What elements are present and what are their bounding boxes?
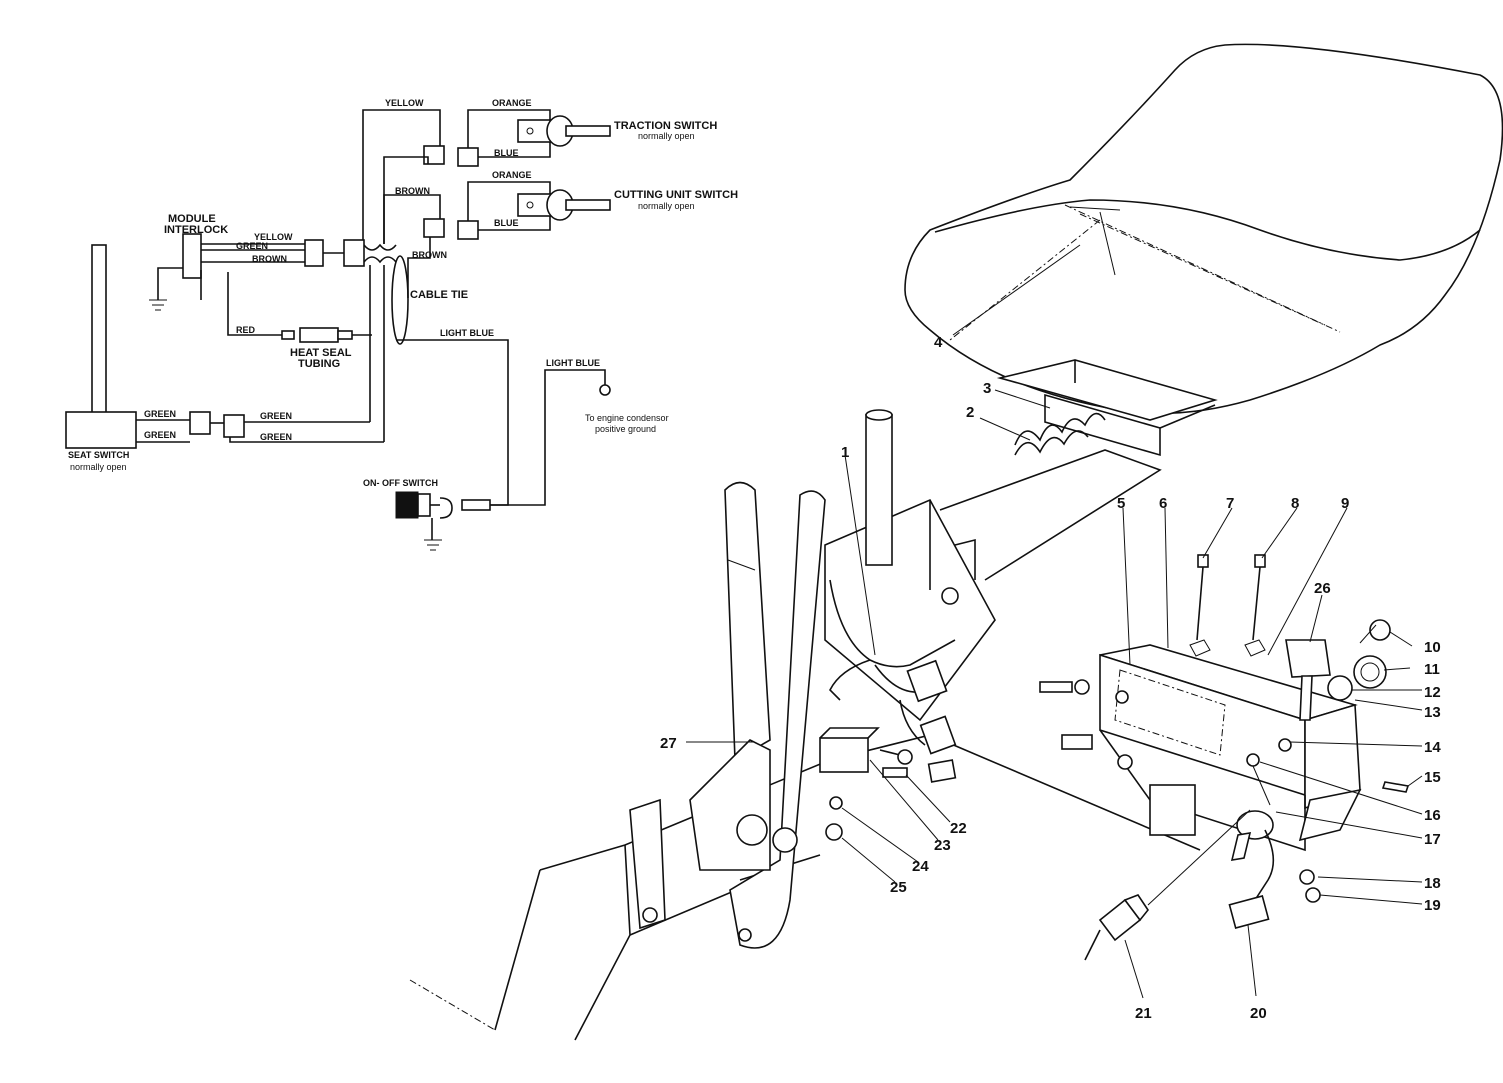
engine-condensor-label-2: positive ground bbox=[595, 424, 656, 434]
spring bbox=[1014, 412, 1106, 456]
callout-26: 26 bbox=[1314, 580, 1331, 597]
heat-seal-label-2: TUBING bbox=[298, 358, 340, 370]
seat-bracket bbox=[996, 359, 1218, 457]
callout-21: 21 bbox=[1135, 1005, 1152, 1022]
wire-label-green-seat-2: GREEN bbox=[144, 430, 176, 440]
callout-10: 10 bbox=[1424, 639, 1441, 656]
callout-6: 6 bbox=[1159, 495, 1167, 512]
callout-5: 5 bbox=[1117, 495, 1125, 512]
traction-switch-label: TRACTION SWITCH bbox=[614, 120, 717, 132]
module-interlock-label-1: MODULE bbox=[168, 213, 216, 225]
wire-label-orange-1: ORANGE bbox=[492, 98, 532, 108]
seat-switch-label: SEAT SWITCH bbox=[68, 450, 129, 460]
callout-18: 18 bbox=[1424, 875, 1441, 892]
callout-3: 3 bbox=[983, 380, 991, 397]
callout-19: 19 bbox=[1424, 897, 1441, 914]
control-levers bbox=[629, 481, 826, 949]
wiring-schematic: YELLOW ORANGE BLUE ORANGE BROWN BLUE BRO… bbox=[65, 98, 738, 551]
callout-15: 15 bbox=[1424, 769, 1441, 786]
callout-9: 9 bbox=[1341, 495, 1349, 512]
wire-label-brown-module: BROWN bbox=[252, 254, 287, 264]
callout-13: 13 bbox=[1424, 704, 1441, 721]
wire-label-red: RED bbox=[236, 325, 256, 335]
on-off-switch-label: ON- OFF SWITCH bbox=[363, 478, 438, 488]
screws-left bbox=[1039, 679, 1093, 750]
callout-4: 4 bbox=[934, 334, 943, 351]
main-frame-beam bbox=[409, 734, 1201, 1041]
heat-seal-tubing bbox=[281, 327, 372, 343]
wire-label-green-seat-3: GREEN bbox=[260, 411, 292, 421]
connector-pair-upper bbox=[423, 145, 479, 240]
traction-switch-symbol bbox=[517, 115, 611, 147]
exploded-assembly: 1 2 3 4 5 6 7 8 9 10 11 12 13 14 15 16 1… bbox=[409, 43, 1503, 1041]
seat-switch-state: normally open bbox=[70, 462, 127, 472]
wire-label-green-seat-1: GREEN bbox=[144, 409, 176, 419]
key-parts bbox=[1327, 619, 1391, 701]
callout-1: 1 bbox=[841, 444, 849, 461]
ignition-switch bbox=[1228, 810, 1275, 929]
callout-8: 8 bbox=[1291, 495, 1299, 512]
callout-23: 23 bbox=[934, 837, 951, 854]
callout-27: 27 bbox=[660, 735, 677, 752]
callout-14: 14 bbox=[1424, 739, 1441, 756]
cable-tie-label: CABLE TIE bbox=[410, 289, 468, 301]
callout-25: 25 bbox=[890, 879, 907, 896]
plug-switch bbox=[1084, 809, 1251, 961]
cable-tie-bundle bbox=[363, 243, 509, 506]
fasteners-22-25 bbox=[825, 767, 908, 841]
callout-20: 20 bbox=[1250, 1005, 1267, 1022]
leader-lines bbox=[686, 244, 1423, 999]
callout-12: 12 bbox=[1424, 684, 1441, 701]
wire-label-orange-2: ORANGE bbox=[492, 170, 532, 180]
callout-22: 22 bbox=[950, 820, 967, 837]
engine-condensor-label-1: To engine condensor bbox=[585, 413, 669, 423]
callout-24: 24 bbox=[912, 858, 929, 875]
bolts bbox=[1189, 554, 1266, 657]
wire-label-green-module: GREEN bbox=[236, 241, 268, 251]
wire-label-yellow-top: YELLOW bbox=[385, 98, 424, 108]
callout-16: 16 bbox=[1424, 807, 1441, 824]
callout-7: 7 bbox=[1226, 495, 1234, 512]
module-interlock-symbol bbox=[149, 233, 365, 336]
wire-label-green-seat-4: GREEN bbox=[260, 432, 292, 442]
wiring-harness bbox=[819, 579, 957, 783]
on-off-switch-symbol bbox=[395, 369, 611, 551]
wire-label-brown-2: BROWN bbox=[412, 250, 447, 260]
wire-label-light-blue-2: LIGHT BLUE bbox=[546, 358, 600, 368]
control-tower bbox=[824, 409, 1162, 722]
callout-2: 2 bbox=[966, 404, 974, 421]
cutting-unit-switch-symbol bbox=[517, 189, 611, 221]
callout-11: 11 bbox=[1424, 661, 1440, 678]
module-interlock-label-2: INTERLOCK bbox=[164, 224, 228, 236]
callout-17: 17 bbox=[1424, 831, 1441, 848]
wire-label-light-blue-1: LIGHT BLUE bbox=[440, 328, 494, 338]
wire-label-blue-1: BLUE bbox=[494, 148, 519, 158]
wire-label-yellow-module: YELLOW bbox=[254, 232, 293, 242]
cutting-unit-switch-label: CUTTING UNIT SWITCH bbox=[614, 189, 738, 201]
seat-cushion bbox=[904, 43, 1503, 415]
heat-seal-label-1: HEAT SEAL bbox=[290, 347, 352, 359]
switch-lever bbox=[1285, 639, 1331, 721]
wire-label-brown-1: BROWN bbox=[395, 186, 430, 196]
cutting-unit-switch-state: normally open bbox=[638, 201, 695, 211]
small-hardware bbox=[1246, 753, 1410, 903]
seat-switch-symbol bbox=[65, 244, 384, 449]
wire-label-blue-2: BLUE bbox=[494, 218, 519, 228]
traction-switch-state: normally open bbox=[638, 131, 695, 141]
